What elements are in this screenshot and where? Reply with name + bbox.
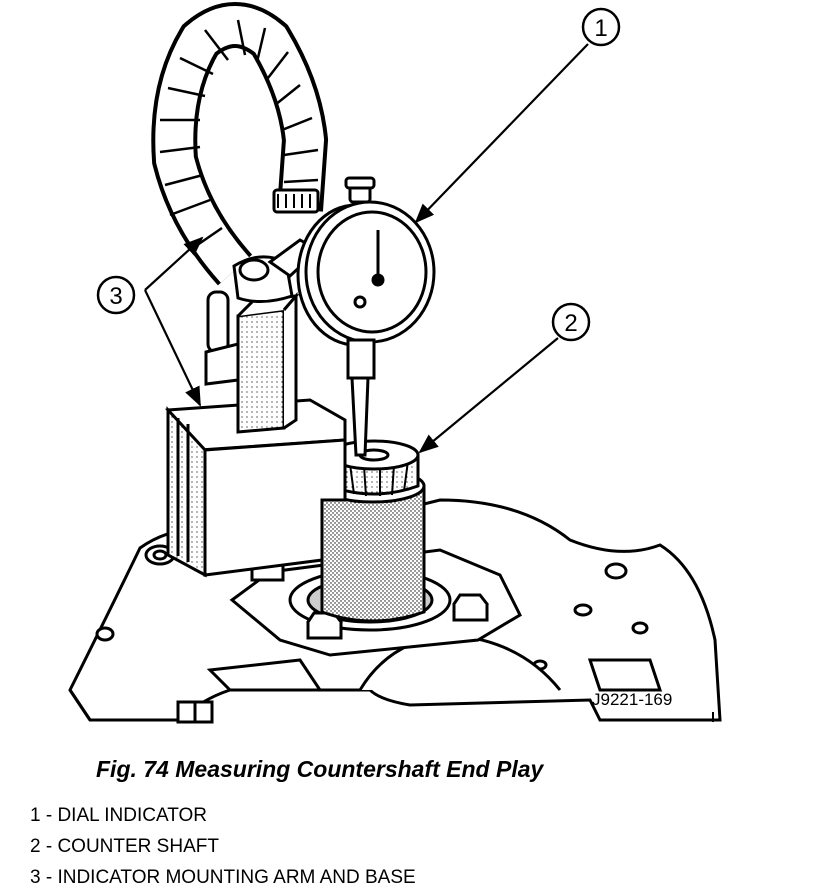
mounting-post	[204, 290, 300, 434]
leader-1	[414, 43, 589, 224]
callout-1: 1	[581, 7, 621, 47]
figure-code: J9221-169	[592, 690, 672, 709]
figure-caption: Fig. 74 Measuring Countershaft End Play	[96, 756, 544, 782]
case-bolt	[176, 700, 214, 724]
callout-2-label: 2	[564, 310, 577, 337]
callout-1-label: 1	[594, 15, 607, 42]
figure-illustration: 1 2 3 J9221-169	[68, 2, 722, 724]
leader-3b	[144, 289, 201, 407]
legend-item-1: 1 - DIAL INDICATOR	[30, 805, 208, 826]
legend-item-3: 3 - INDICATOR MOUNTING ARM AND BASE	[30, 867, 416, 888]
leader-lines	[144, 43, 589, 454]
dial-indicator	[296, 176, 436, 457]
legend: 1 - DIAL INDICATOR 2 - COUNTER SHAFT 3 -…	[30, 800, 416, 893]
callout-2: 2	[551, 302, 591, 342]
leader-2	[418, 337, 559, 454]
callout-3-label: 3	[109, 283, 122, 310]
legend-item-2: 2 - COUNTER SHAFT	[30, 836, 219, 857]
callout-3: 3	[96, 275, 136, 315]
flexible-arm	[151, 2, 329, 286]
leader-3a	[144, 236, 204, 291]
magnetic-base	[165, 398, 347, 578]
retainer-bolts	[250, 554, 489, 640]
